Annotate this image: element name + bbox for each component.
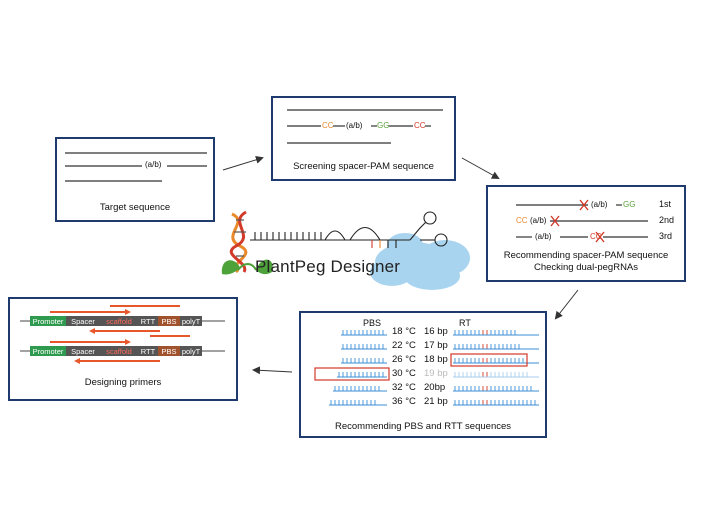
segment-promoter: [30, 346, 66, 356]
segment-label: Spacer: [71, 347, 95, 356]
construct-row-0: Promoter Spacer scaffold RTT PBS polyT: [20, 305, 225, 334]
screening-panel: CC (a/b) GG CC Screening spacer-PAM sequ…: [271, 96, 456, 181]
dna-helix-icon: [229, 210, 248, 274]
segment-label: RTT: [141, 317, 156, 326]
arrow-screening-to-recommend: [461, 157, 500, 179]
pbs-ladder-0: [341, 330, 387, 336]
temp-label: 18 °C: [392, 326, 416, 337]
cut-mark-3: [595, 231, 605, 243]
rec3-cc: CC: [590, 232, 602, 241]
cut-mark-1: [579, 199, 589, 211]
pbs-ladder-5: [329, 400, 387, 406]
screening-caption: Screening spacer-PAM sequence: [293, 161, 434, 172]
primers-caption: Designing primers: [84, 377, 162, 388]
pbs-ladder-4: [333, 386, 387, 392]
cut-mark-2: [550, 215, 560, 227]
segment-polyt: [180, 316, 202, 326]
rec1-ab: (a/b): [591, 200, 608, 209]
pbs-ladder-3: [337, 372, 387, 378]
segment-rtt: [138, 316, 158, 326]
segment-polyt: [180, 346, 202, 356]
segment-spacer: [66, 316, 100, 326]
temp-label: 30 °C: [392, 368, 416, 379]
screening-cc-orange: CC: [322, 121, 334, 130]
rtt-ladder-5: [453, 400, 539, 406]
arrow-target-to-screening: [222, 155, 264, 171]
rtt-ladder-0: [453, 330, 539, 336]
segment-label: polyT: [182, 347, 201, 356]
selected-pbs-box: [314, 367, 390, 381]
arrow-pbs-to-primers: [252, 366, 293, 375]
segment-scaffold: [100, 316, 138, 326]
length-label: 18 bp: [424, 354, 448, 365]
segment-label: polyT: [182, 317, 201, 326]
length-label: 21 bp: [424, 396, 448, 407]
length-label: 17 bp: [424, 340, 448, 351]
length-label: 19 bp: [424, 368, 448, 379]
temp-label: 36 °C: [392, 396, 416, 407]
length-label: 16 bp: [424, 326, 448, 337]
target-sequence-panel: (a/b) Target sequence: [55, 137, 215, 222]
rec1-gg: GG: [623, 200, 636, 209]
segment-spacer: [66, 346, 100, 356]
recommend-caption-2: Checking dual-pegRNAs: [533, 262, 639, 273]
pbs-rtt-caption: Recommending PBS and RTT sequences: [334, 421, 512, 432]
segment-pbs: [158, 316, 180, 326]
screening-gg-green: GG: [377, 121, 390, 130]
rec2-rank: 2nd: [659, 215, 675, 225]
segment-rtt: [138, 346, 158, 356]
logo-title: PlantPeg Designer: [255, 257, 401, 276]
segment-label: scaffold: [106, 317, 132, 326]
segment-label: scaffold: [106, 347, 132, 356]
recommend-caption-1: Recommending spacer-PAM sequence: [503, 250, 669, 261]
target-caption: Target sequence: [99, 202, 171, 213]
segment-pbs: [158, 346, 180, 356]
rtt-ladder-2: [453, 358, 539, 364]
rec3-rank: 3rd: [659, 231, 673, 241]
target-sequence-graphic: [65, 152, 207, 182]
target-ab-label: (a/b): [145, 160, 162, 169]
pbs-ladder-1: [341, 344, 387, 350]
rtt-ladder-1: [453, 344, 539, 350]
temp-label: 26 °C: [392, 354, 416, 365]
temp-label: 22 °C: [392, 340, 416, 351]
pbs-rtt-graphic: [314, 330, 539, 406]
rec2-ab: (a/b): [530, 216, 547, 225]
pbs-rtt-panel: PBS RT 18 °C 22 °C 26 °C 30 °C 32 °C 36 °C 16…: [299, 311, 547, 438]
segment-label: Promoter: [33, 317, 64, 326]
segment-label: RTT: [141, 347, 156, 356]
rec1-rank: 1st: [659, 199, 672, 209]
rec3-ab: (a/b): [535, 232, 552, 241]
rtt-ladder-3: [453, 372, 539, 378]
pbs-header: PBS: [363, 318, 382, 328]
recommend-spacer-panel: (a/b) GG 1st CC (a/b) 2nd (a/b) CC 3rd R…: [486, 185, 686, 282]
screening-graphic: [287, 109, 443, 144]
screening-ab-label: (a/b): [346, 121, 363, 130]
segment-scaffold: [100, 346, 138, 356]
screening-cc-red: CC: [414, 121, 426, 130]
segment-label: Promoter: [33, 347, 64, 356]
temp-label: 32 °C: [392, 382, 416, 393]
pbs-ladder-2: [341, 358, 387, 364]
segment-label: PBS: [161, 347, 176, 356]
segment-label: PBS: [161, 317, 176, 326]
construct-row-1: Promoter Spacer scaffold RTT PBS polyT: [20, 335, 225, 364]
length-label: 20bp: [424, 382, 446, 393]
recommend-spacer-graphic: [516, 199, 648, 243]
segment-label: Spacer: [71, 317, 95, 326]
arrow-recommend-to-pbs: [554, 289, 579, 320]
segment-promoter: [30, 316, 66, 326]
rec2-cc: CC: [516, 216, 528, 225]
rt-header: RT: [459, 318, 471, 328]
pegrna-line: [250, 211, 448, 248]
rtt-ladder-4: [453, 386, 539, 392]
selected-rtt-box: [450, 353, 528, 367]
